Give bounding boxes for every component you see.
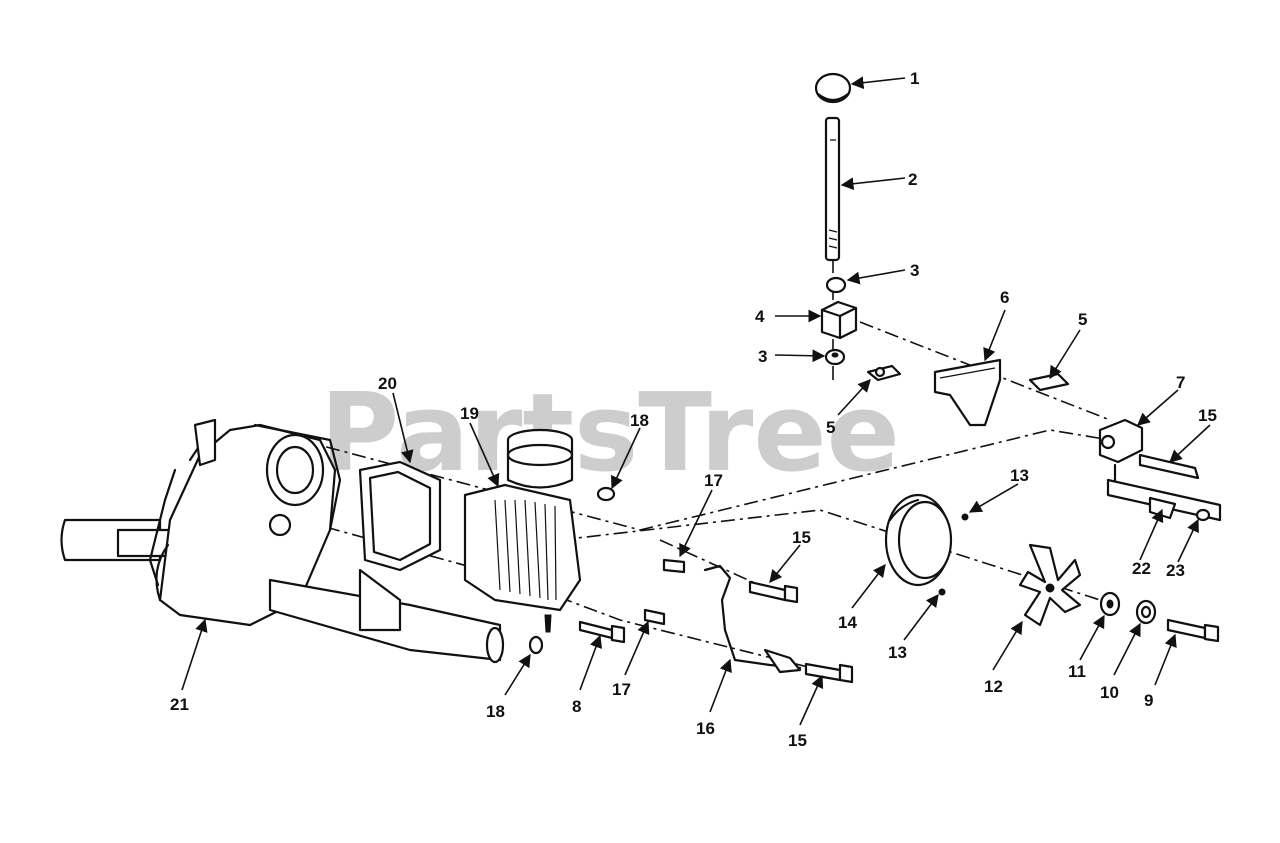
dowel-pin-lower — [643, 608, 666, 626]
callout-2: 2 — [908, 170, 917, 189]
callout-15: 15 — [792, 528, 811, 547]
flat-washer — [1099, 591, 1121, 617]
pivot-bolt-upper — [1138, 453, 1200, 480]
set-screw-upper — [961, 513, 969, 521]
callout-11: 11 — [1068, 662, 1086, 681]
shift-block — [820, 300, 858, 340]
clip-right — [1028, 372, 1070, 392]
callout-15: 15 — [1198, 406, 1217, 425]
callout-17: 17 — [612, 680, 631, 699]
callout-20: 20 — [378, 374, 397, 393]
callout-1: 1 — [910, 69, 919, 88]
callout-18: 18 — [630, 411, 649, 430]
callout-8: 8 — [572, 697, 581, 716]
lower-nut — [824, 348, 846, 366]
upper-nut — [825, 276, 847, 294]
callout-4: 4 — [755, 307, 765, 326]
callout-17: 17 — [704, 471, 723, 490]
lock-washer — [1135, 599, 1157, 625]
callout-13: 13 — [1010, 466, 1029, 485]
callout-18: 18 — [486, 702, 505, 721]
transaxle-housing — [60, 418, 505, 664]
shift-lever — [824, 116, 841, 262]
callout-12: 12 — [984, 677, 1003, 696]
callout-6: 6 — [1000, 288, 1009, 307]
fan-bolt — [1166, 618, 1220, 643]
callout-3: 3 — [758, 347, 767, 366]
mounting-bolt-center — [748, 580, 799, 604]
callout-23: 23 — [1166, 561, 1185, 580]
shift-bracket — [933, 358, 1002, 427]
callout-22: 22 — [1132, 559, 1151, 578]
axle-seal — [528, 635, 544, 655]
callout-10: 10 — [1100, 683, 1119, 702]
plate-washer — [1195, 508, 1211, 522]
shift-knob — [814, 72, 852, 104]
callout-21: 21 — [170, 695, 189, 714]
callout-3: 3 — [910, 261, 919, 280]
cover-bolt — [578, 620, 626, 644]
callout-13: 13 — [888, 643, 907, 662]
input-pulley — [884, 493, 953, 587]
support-bracket — [703, 564, 802, 674]
callout-labels: 1 2 3 3 4 5 5 6 7 8 9 10 11 12 13 13 14 … — [170, 69, 1217, 750]
leader-lines — [181, 76, 1211, 726]
mounting-bolt-lower — [804, 662, 854, 684]
shift-rod — [1098, 418, 1144, 492]
housing-gasket — [358, 460, 442, 572]
callout-16: 16 — [696, 719, 715, 738]
callout-9: 9 — [1144, 691, 1153, 710]
callout-15: 15 — [788, 731, 807, 750]
set-screw-lower — [938, 588, 946, 596]
dowel-pin-upper — [662, 558, 686, 574]
clip-left — [866, 364, 902, 382]
callout-5: 5 — [826, 418, 835, 437]
callout-7: 7 — [1176, 373, 1185, 392]
callout-5: 5 — [1078, 310, 1087, 329]
differential-cover — [463, 428, 582, 633]
callout-14: 14 — [838, 613, 857, 632]
fill-plug — [596, 486, 616, 502]
callout-19: 19 — [460, 404, 479, 423]
cooling-fan — [1018, 543, 1082, 627]
